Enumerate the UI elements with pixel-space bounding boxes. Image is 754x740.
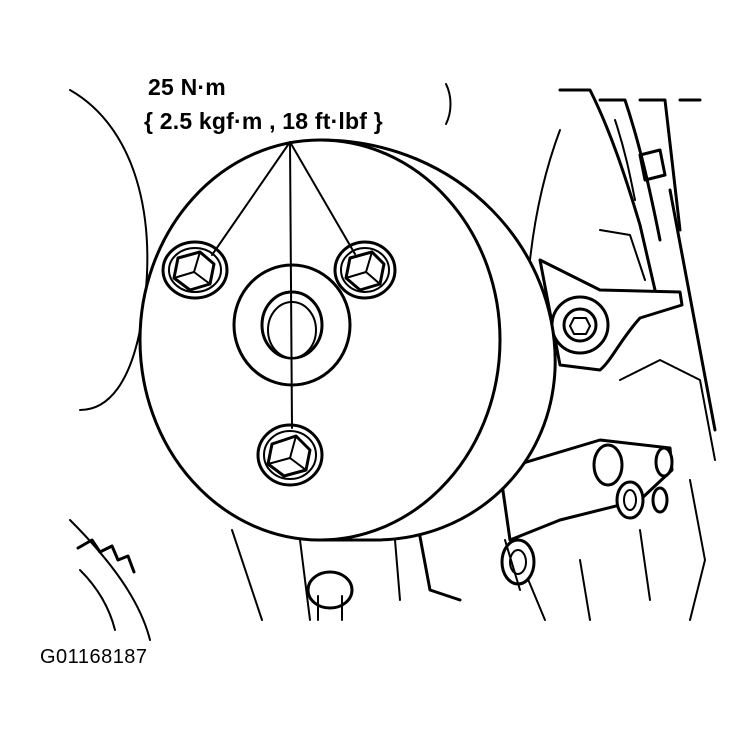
figure-id-label: G01168187 [40,646,148,668]
bolt-icon [256,423,324,487]
bracket-icon [394,258,684,602]
engine-block-outline [519,88,717,621]
callout-leader-lines [211,141,356,429]
background-pulley-arc [69,89,149,411]
gear-icon [69,519,151,641]
bolt-icon [161,240,229,300]
torque-metric-label: 25 N·m [148,74,226,100]
bracket-edge-line [445,83,452,125]
bolt-icon [333,240,397,300]
torque-imperial-label: { 2.5 kgf·m , 18 ft·lbf } [144,108,383,134]
bolt-icon [231,529,354,621]
pulley-icon [138,138,557,542]
